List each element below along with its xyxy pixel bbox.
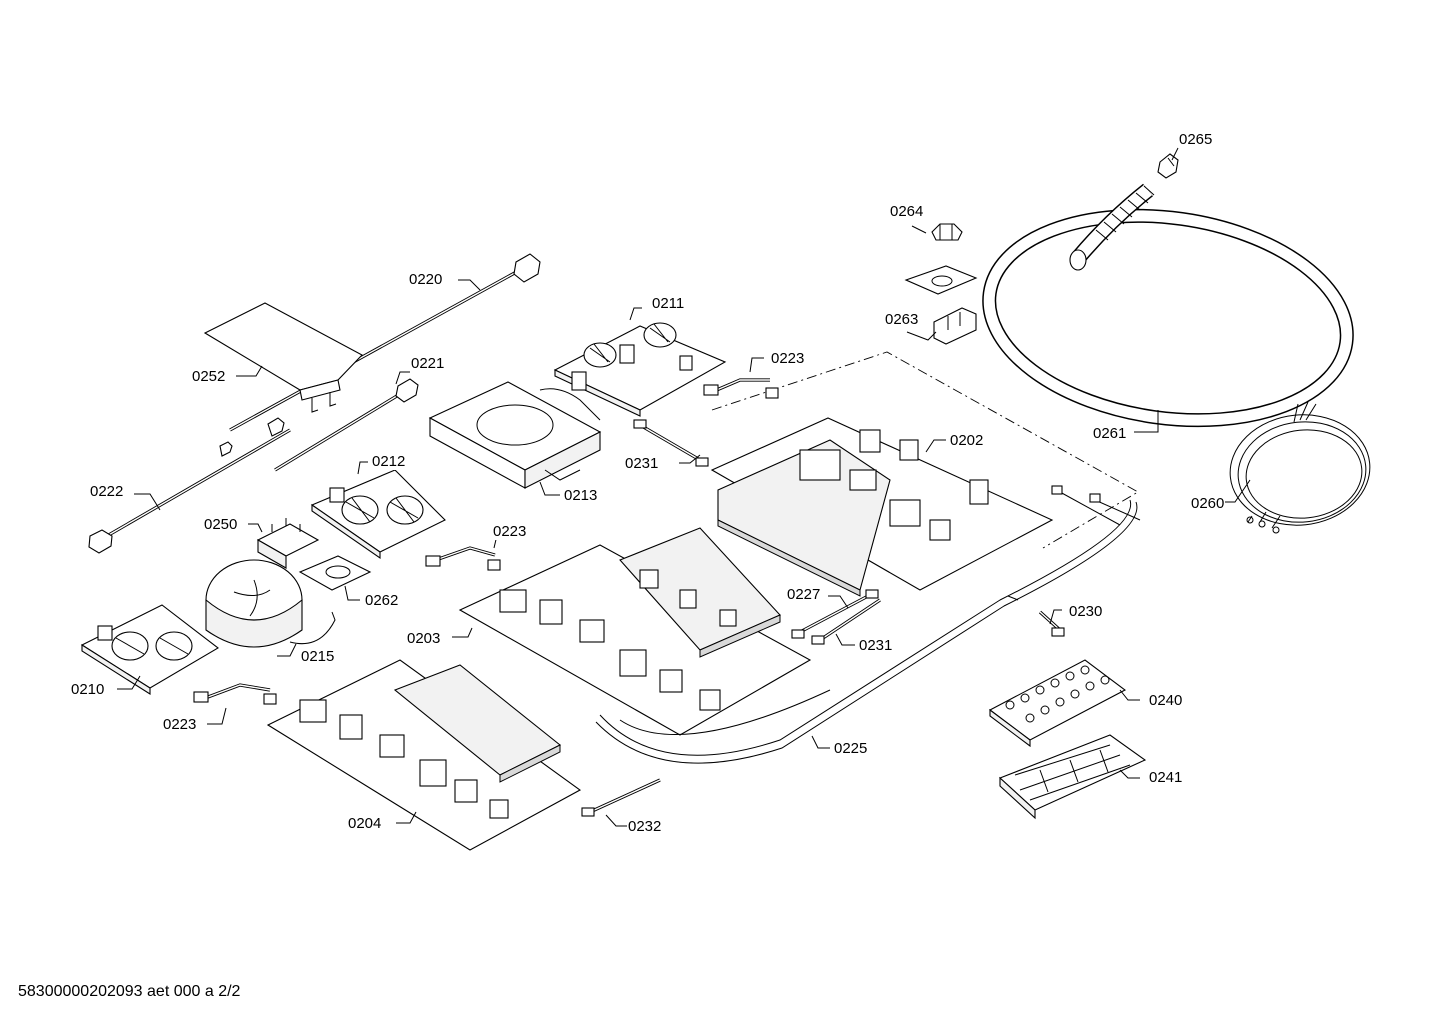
leader-lines <box>117 147 1251 827</box>
callout-0223-lower: 0223 <box>162 716 198 733</box>
part-0232-harness <box>581 778 661 817</box>
part-0211-filter-board <box>553 322 727 417</box>
callout-0262: 0262 <box>364 592 400 609</box>
callout-0264: 0264 <box>889 203 925 220</box>
callout-0231-upper: 0231 <box>624 455 660 472</box>
callout-0223-middle: 0223 <box>492 523 528 540</box>
callout-0204: 0204 <box>347 815 383 832</box>
callout-0231-lower: 0231 <box>858 637 894 654</box>
callout-0220: 0220 <box>408 271 444 288</box>
callout-0221: 0221 <box>410 355 446 372</box>
callout-0225: 0225 <box>833 740 869 757</box>
part-0262-bracket-upper <box>904 265 978 295</box>
part-0241-frame <box>998 734 1147 820</box>
document-id: 58300000202093 aet 000 a 2/2 <box>18 983 241 1000</box>
part-0231-harness-upper <box>633 419 709 467</box>
part-0231-harness-lower <box>791 589 879 639</box>
part-0263-clip <box>933 307 977 345</box>
part-0230-harness <box>1007 595 1065 637</box>
callout-0212: 0212 <box>371 453 407 470</box>
part-0225-long-cable <box>595 485 1141 764</box>
callout-0252: 0252 <box>191 368 227 385</box>
part-0202-power-board <box>710 417 1054 597</box>
part-0220-cable <box>229 253 541 432</box>
part-0213-fan-unit <box>428 381 602 489</box>
callout-0222: 0222 <box>89 483 125 500</box>
callout-0215: 0215 <box>300 648 336 665</box>
part-0204-power-board <box>266 659 582 851</box>
callout-0241: 0241 <box>1148 769 1184 786</box>
part-0223-harness-middle <box>425 546 501 571</box>
callout-0261: 0261 <box>1092 425 1128 442</box>
callout-0263: 0263 <box>884 311 920 328</box>
part-0223-harness-lower <box>193 683 277 705</box>
part-0215-fan <box>205 559 336 648</box>
part-0223-harness-upper <box>703 378 779 399</box>
callout-0203: 0203 <box>406 630 442 647</box>
callout-0223-upper: 0223 <box>770 350 806 367</box>
part-0264-clip <box>931 223 963 241</box>
callout-0250: 0250 <box>203 516 239 533</box>
part-0265-clamp <box>1157 153 1179 179</box>
part-0221-cable <box>274 378 419 472</box>
callout-0202: 0202 <box>949 432 985 449</box>
part-0260-wire-bundle <box>1229 401 1371 534</box>
part-0203-power-board <box>458 527 812 736</box>
part-0222-cable <box>88 417 291 554</box>
callout-0211: 0211 <box>651 295 686 312</box>
callout-0232: 0232 <box>627 818 663 835</box>
part-0262-bracket <box>298 555 372 591</box>
callout-0227: 0227 <box>786 586 822 603</box>
part-0210-filter-board <box>80 604 219 695</box>
part-0227-harness <box>811 598 881 645</box>
callout-0230: 0230 <box>1068 603 1104 620</box>
callout-0240: 0240 <box>1148 692 1184 709</box>
part-0261-hose <box>982 183 1354 428</box>
callout-0265: 0265 <box>1178 131 1214 148</box>
part-0212-filter-board <box>310 469 446 560</box>
callout-0260: 0260 <box>1190 495 1226 512</box>
callout-0213: 0213 <box>563 487 599 504</box>
part-0252-cover-plate <box>203 302 363 413</box>
callout-0210: 0210 <box>70 681 106 698</box>
part-0240-control-board <box>988 659 1127 748</box>
part-0250-connector-block <box>256 518 320 569</box>
assembly-outline <box>711 351 1139 549</box>
